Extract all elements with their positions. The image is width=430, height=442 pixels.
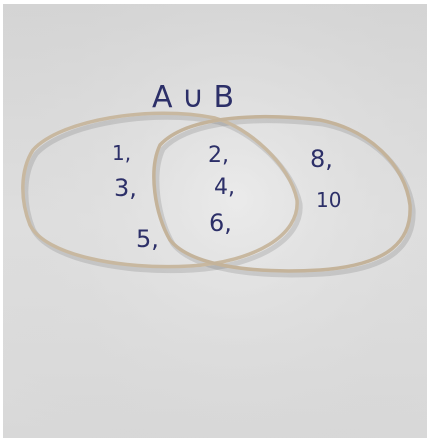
element-1: 1, [112, 141, 131, 165]
element-5: 5, [136, 225, 159, 253]
element-3: 3, [114, 174, 137, 202]
element-10: 10 [316, 188, 341, 212]
element-6: 6, [209, 209, 232, 237]
element-4: 4, [214, 175, 235, 200]
element-8: 8, [310, 145, 333, 173]
element-2: 2, [208, 143, 229, 168]
rubber-band-a [21, 111, 299, 269]
title-a-union-b: A ∪ B [152, 80, 234, 115]
rubber-band-b [152, 114, 412, 273]
